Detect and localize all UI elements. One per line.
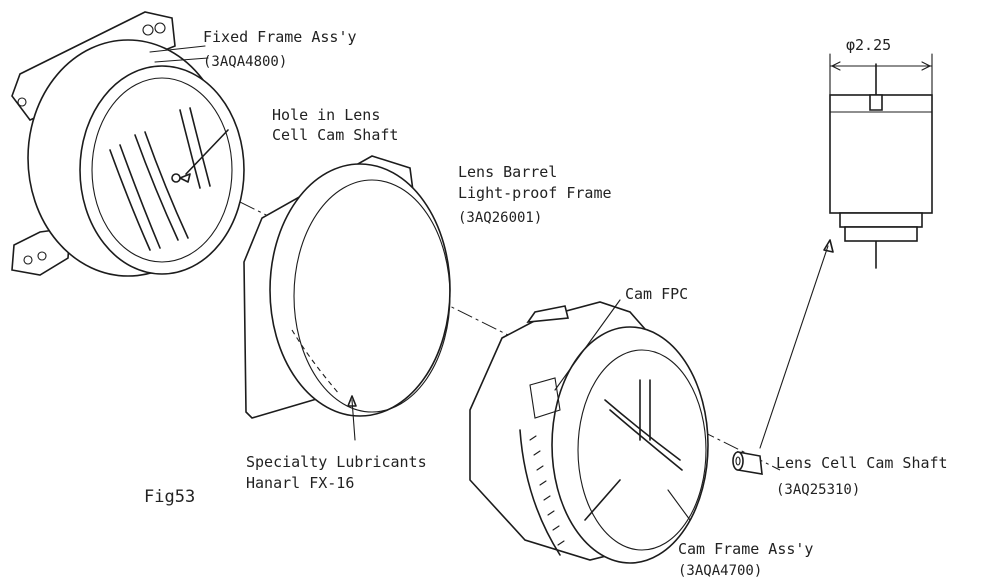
hole-label-line1: Hole in Lens [272, 106, 380, 124]
shaft-label: Lens Cell Cam Shaft [776, 454, 948, 472]
shaft-code: (3AQ25310) [776, 482, 860, 498]
cam-shaft-detail [829, 53, 933, 269]
leader-lines [179, 129, 834, 521]
barrel-code: (3AQ26001) [458, 210, 542, 226]
cam-shaft-small [732, 451, 763, 475]
barrel-label-line2: Light-proof Frame [458, 184, 612, 202]
lubricant-label-line2: Hanarl FX-16 [246, 474, 354, 492]
cam-frame-code: (3AQA4700) [678, 563, 762, 579]
diameter-label: φ2.25 [846, 36, 891, 54]
barrel-label-line1: Lens Barrel [458, 163, 557, 181]
hole-label-line2: Cell Cam Shaft [272, 126, 398, 144]
light-proof-frame [243, 155, 451, 419]
cam-fpc-label: Cam FPC [625, 285, 688, 303]
cam-frame-title: Cam Frame Ass'y [678, 540, 813, 558]
fixed-frame-assembly [11, 11, 245, 277]
fixed-frame-title: Fixed Frame Ass'y [203, 28, 357, 46]
lubricant-label-line1: Specialty Lubricants [246, 453, 427, 471]
cam-frame-assembly [469, 301, 709, 564]
fixed-frame-code: (3AQA4800) [203, 54, 287, 70]
figure-label: Fig53 [144, 487, 195, 507]
